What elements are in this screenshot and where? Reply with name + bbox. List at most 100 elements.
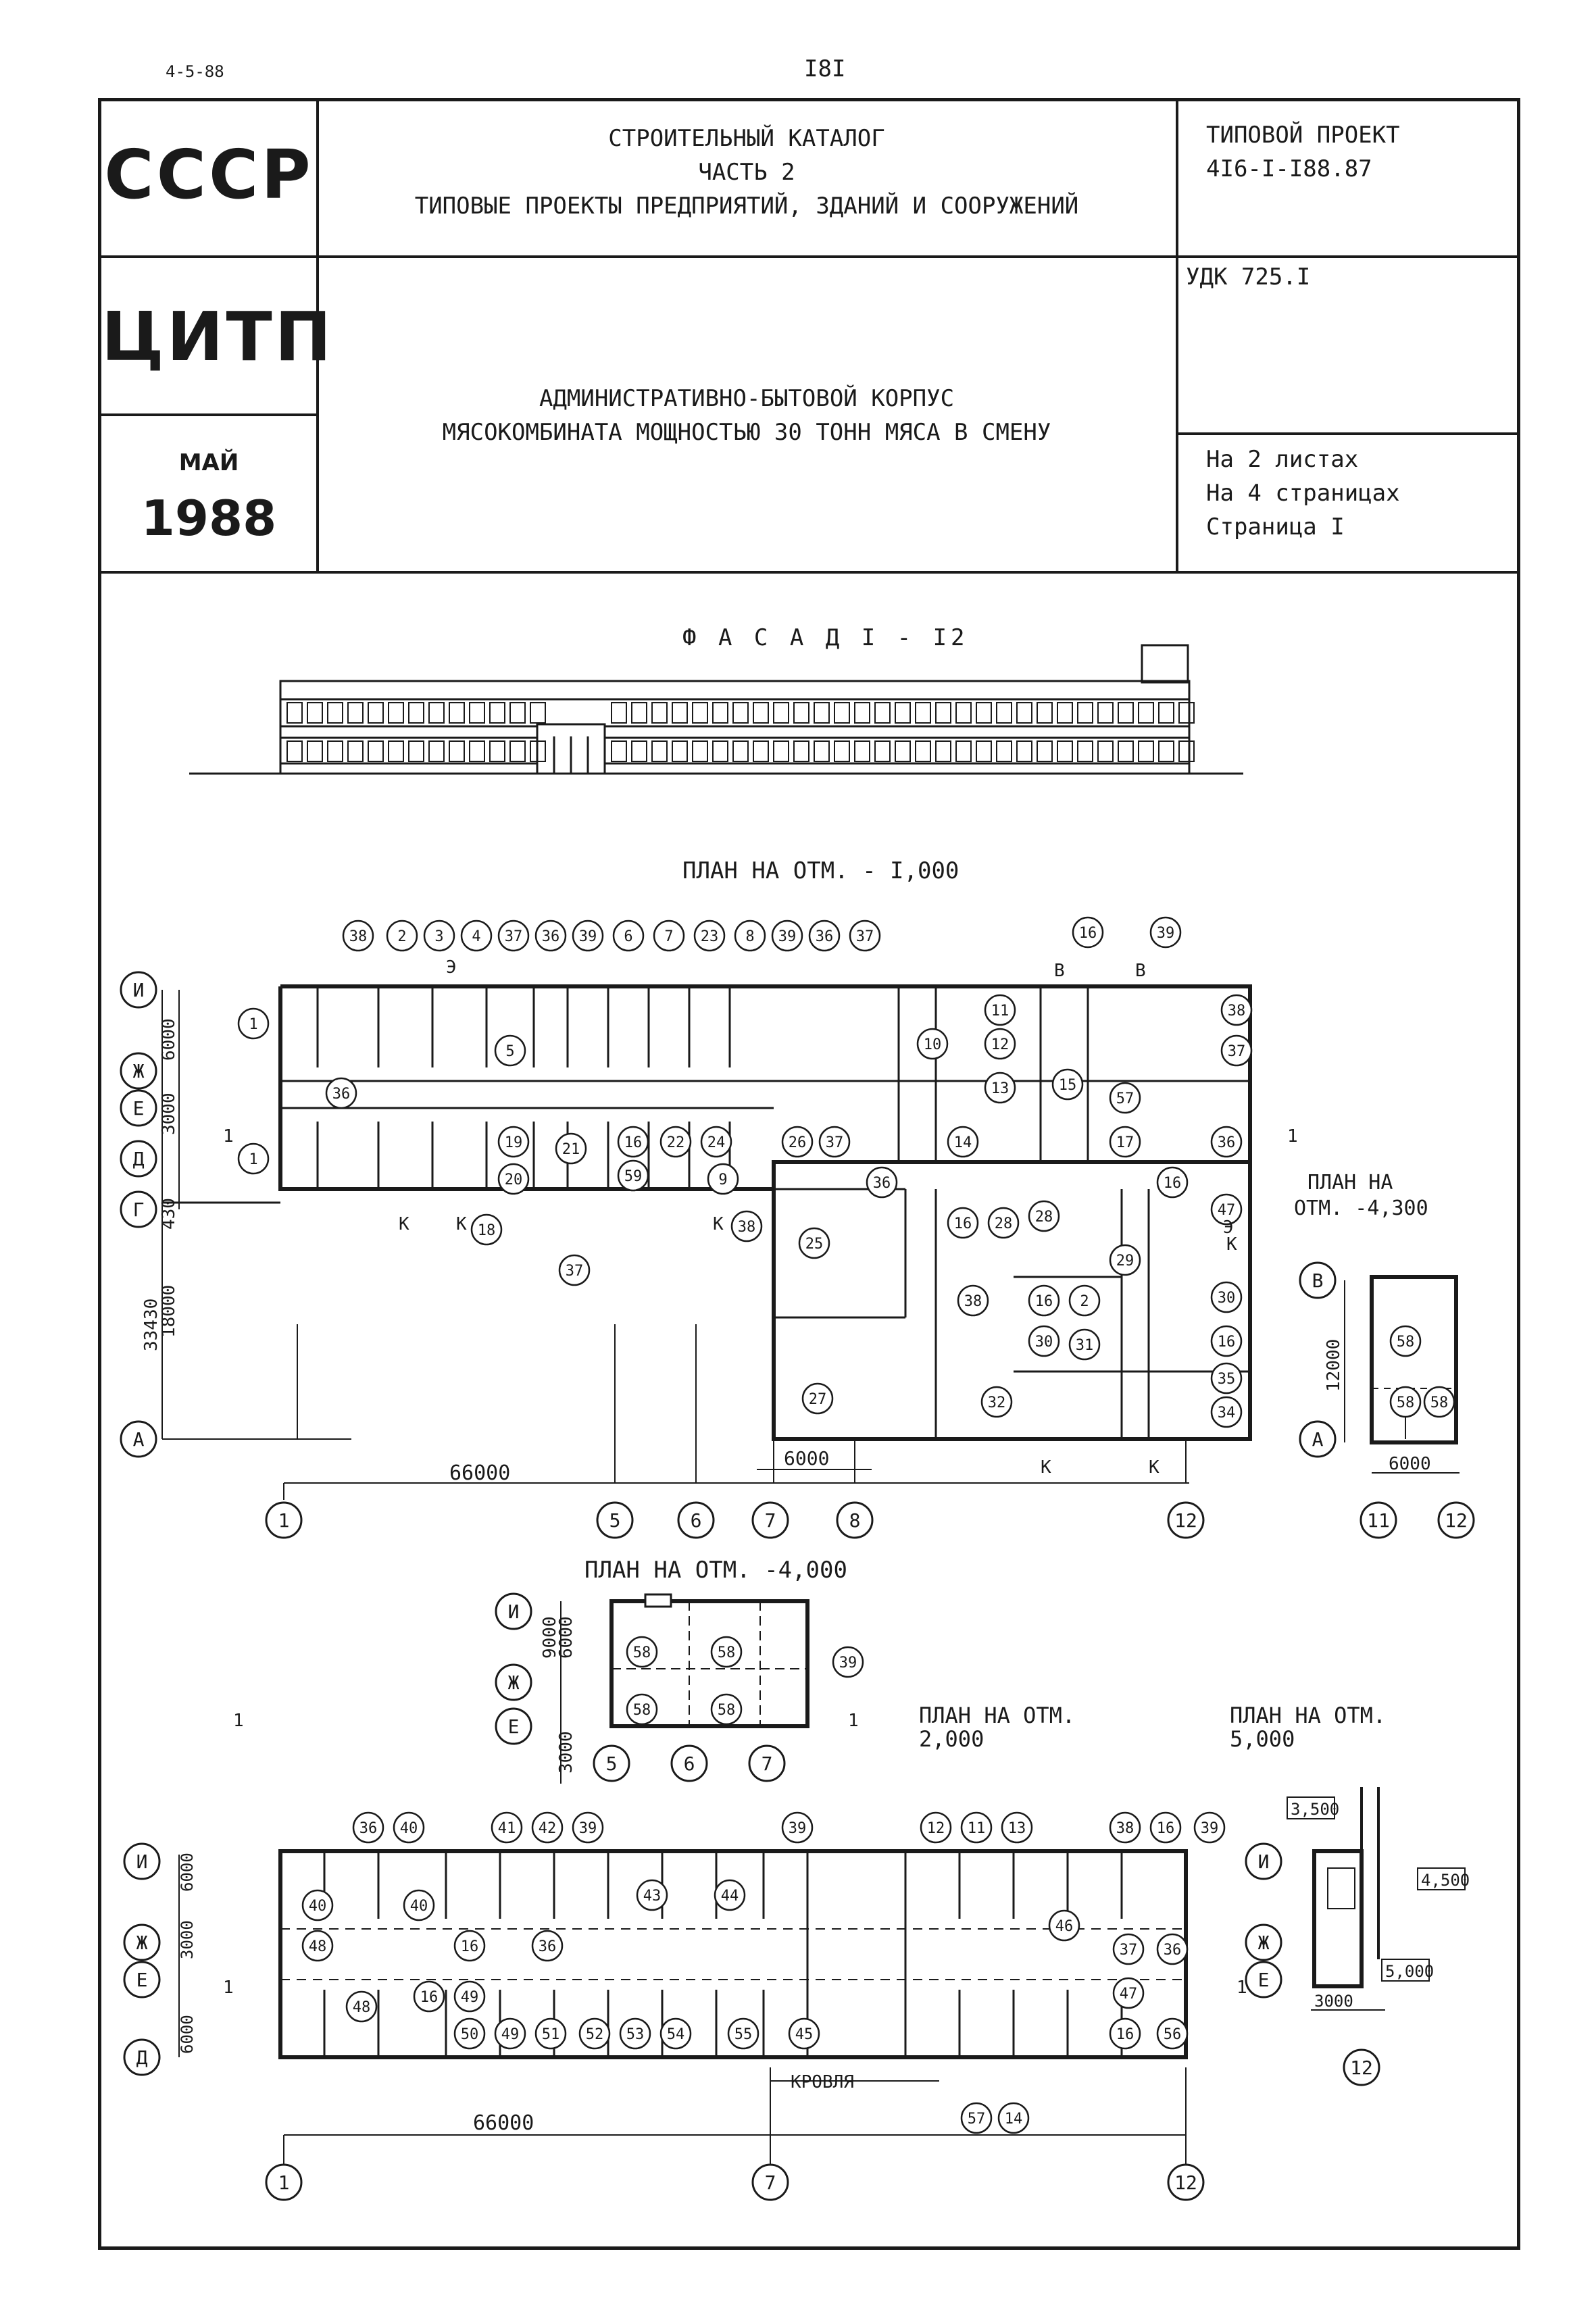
svg-text:16: 16	[461, 1938, 479, 1955]
svg-text:16: 16	[420, 1989, 439, 2006]
room-number: 35	[1210, 1362, 1243, 1394]
svg-text:5: 5	[609, 1509, 621, 1532]
room-number: 52	[578, 2017, 611, 2050]
room-number: 21	[555, 1132, 587, 1165]
svg-text:57: 57	[968, 2111, 986, 2128]
room-number: 26	[781, 1126, 814, 1158]
axis-bubble: И	[123, 1842, 161, 1880]
svg-text:И: И	[1258, 1851, 1270, 1873]
room-number: 14	[997, 2102, 1030, 2134]
room-number: 42	[531, 1811, 564, 1844]
svg-text:16: 16	[1079, 925, 1097, 942]
section-mark: К	[1041, 1457, 1051, 1478]
room-number: 39	[1193, 1811, 1226, 1844]
header-vline-left	[316, 98, 319, 572]
room-number: 38	[1109, 1811, 1141, 1844]
sheets-info: На 2 листах На 4 страницах Страница I	[1206, 446, 1400, 540]
section-mark: В	[1135, 961, 1146, 981]
svg-text:37: 37	[826, 1134, 844, 1151]
svg-text:36: 36	[1218, 1134, 1236, 1151]
axis-bubble: Ж	[495, 1663, 532, 1701]
svg-text:36: 36	[542, 928, 560, 945]
room-number: 48	[301, 1930, 334, 1962]
svg-text:25: 25	[805, 1236, 824, 1253]
axis-bubble: 7	[748, 1744, 786, 1782]
room-number: 38	[730, 1210, 763, 1242]
svg-text:27: 27	[809, 1391, 827, 1408]
svg-text:8: 8	[849, 1509, 861, 1532]
svg-text:24: 24	[707, 1134, 726, 1151]
facade-title: Ф А С А Д I - I2	[682, 624, 969, 651]
svg-text:4: 4	[472, 928, 480, 945]
room-number: 22	[659, 1126, 692, 1158]
axis-bubble: Д	[120, 1140, 157, 1178]
axis-bubble: 8	[836, 1501, 874, 1539]
svg-text:59: 59	[624, 1168, 643, 1185]
axis-bubble: Г	[120, 1190, 157, 1228]
room-number: 58	[626, 1693, 658, 1726]
svg-text:Ж: Ж	[133, 1060, 145, 1082]
svg-text:52: 52	[586, 2026, 604, 2043]
room-number: 49	[494, 2017, 526, 2050]
section-mark: К	[399, 1214, 409, 1234]
svg-text:3: 3	[434, 928, 443, 945]
plan1-dim-3000-v: 3000	[159, 1092, 179, 1135]
svg-text:48: 48	[309, 1938, 327, 1955]
axis-bubble: Е	[123, 1961, 161, 1998]
section-mark: К	[1149, 1457, 1159, 1478]
room-number: 30	[1210, 1281, 1243, 1313]
room-number: 36	[531, 1930, 564, 1962]
svg-text:Г: Г	[133, 1199, 145, 1221]
svg-text:58: 58	[1397, 1394, 1415, 1411]
room-number: 58	[626, 1636, 658, 1668]
room-number: 58	[1423, 1386, 1455, 1418]
document-title: АДМИНИСТРАТИВНО-БЫТОВОЙ КОРПУС МЯСОКОМБИ…	[442, 385, 1051, 446]
room-number: 39	[771, 920, 803, 952]
plan1-dim-6000: 6000	[784, 1447, 829, 1469]
svg-text:5,000: 5,000	[1385, 1962, 1434, 1981]
room-number: 49	[453, 1980, 486, 2013]
section-mark: 1	[223, 1126, 234, 1147]
plan1-walls	[280, 986, 1250, 1439]
svg-text:16: 16	[624, 1134, 643, 1151]
svg-text:37: 37	[1228, 1043, 1246, 1060]
plan2-building	[609, 1599, 809, 1728]
svg-text:А: А	[1312, 1428, 1324, 1451]
svg-text:7: 7	[765, 2171, 776, 2194]
plan1-dim-18000-v: 18000	[159, 1285, 179, 1338]
room-number: 28	[1028, 1200, 1060, 1232]
plan-side-title-2: ОТМ. -4,300	[1294, 1197, 1428, 1220]
room-number: 39	[572, 920, 604, 952]
svg-text:14: 14	[1005, 2111, 1023, 2128]
section-mark: 1	[848, 1711, 859, 1731]
sheet-frame	[98, 98, 1520, 2250]
svg-text:37: 37	[856, 928, 874, 945]
plan3-title-2: 2,000	[919, 1726, 984, 1752]
plan1-title: ПЛАН НА ОТМ. - I,000	[682, 857, 959, 884]
svg-text:48: 48	[353, 1999, 371, 2016]
axis-bubble: 5	[596, 1501, 634, 1539]
date-month: МАЙ	[178, 449, 239, 476]
room-number: 54	[659, 2017, 692, 2050]
plan1-building	[278, 984, 1252, 1441]
svg-text:36: 36	[539, 1938, 557, 1955]
room-number: 16	[1072, 916, 1104, 949]
room-number: 58	[710, 1693, 743, 1726]
room-number: 11	[960, 1811, 993, 1844]
axis-bubble: 1	[265, 2163, 303, 2201]
svg-text:42: 42	[539, 1820, 557, 1837]
svg-text:54: 54	[667, 2026, 685, 2043]
section-mark: 1	[233, 1711, 244, 1731]
plan2-title: ПЛАН НА ОТМ. -4,000	[584, 1557, 847, 1584]
room-number: 12	[984, 1028, 1016, 1060]
header-divider-1	[98, 255, 1520, 258]
svg-text:21: 21	[562, 1141, 580, 1158]
svg-text:Ж: Ж	[1258, 1932, 1270, 1954]
svg-text:41: 41	[498, 1820, 516, 1837]
room-number: 16	[1149, 1811, 1182, 1844]
room-number: 47	[1210, 1193, 1243, 1226]
document-code: 4-5-88	[166, 62, 224, 81]
svg-text:5: 5	[505, 1043, 514, 1060]
svg-text:Ж: Ж	[136, 1932, 148, 1954]
room-number: 39	[832, 1646, 864, 1678]
